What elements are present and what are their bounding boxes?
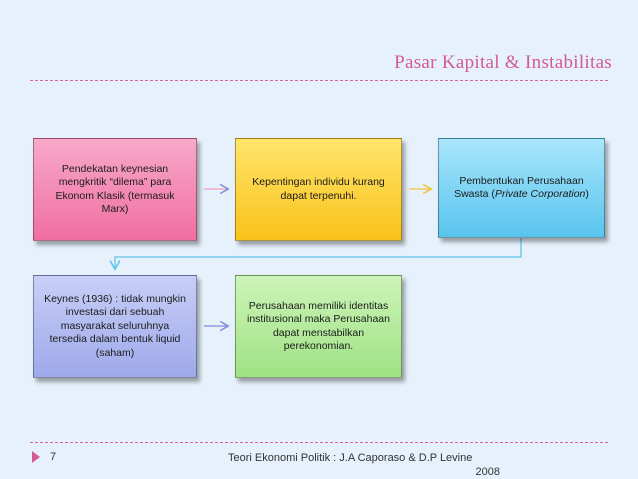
b3-main-text: Pembentukan Perusahaan Swasta ( bbox=[454, 174, 584, 201]
footer-line-1: Teori Ekonomi Politik : J.A Caporaso & D… bbox=[228, 452, 473, 464]
box-private-corporation-text: Pembentukan Perusahaan Swasta (Private C… bbox=[447, 175, 596, 202]
box-institutional-identity: Perusahaan memiliki identitas institusio… bbox=[235, 275, 402, 378]
page-number: 7 bbox=[50, 451, 57, 463]
box-private-corporation: Pembentukan Perusahaan Swasta (Private C… bbox=[438, 138, 605, 238]
bottom-divider bbox=[30, 442, 608, 443]
box-keynes-1936-text: Keynes (1936) : tidak mungkin investasi … bbox=[44, 292, 186, 359]
box-institutional-identity-text: Perusahaan memiliki identitas institusio… bbox=[246, 299, 390, 353]
box-individual-interest: Kepentingan individu kurang dapat terpen… bbox=[235, 138, 402, 241]
page-marker-icon bbox=[32, 451, 40, 463]
top-divider bbox=[30, 80, 608, 81]
box-individual-interest-text: Kepentingan individu kurang dapat terpen… bbox=[252, 176, 385, 202]
b3-end-text: ) bbox=[585, 188, 589, 200]
arrow-b3-b4 bbox=[115, 238, 522, 268]
b3-italic-text: Private Corporation bbox=[494, 188, 586, 200]
slide-title: Pasar Kapital & Instabilitas bbox=[394, 52, 612, 73]
footer-line-2: 2008 bbox=[475, 466, 500, 478]
footer-citation: Teori Ekonomi Politik : J.A Caporaso & D… bbox=[228, 451, 540, 479]
box-keynesian-critique-text: Pendekatan keynesian mengkritik “dilema”… bbox=[55, 162, 175, 216]
box-keynesian-critique: Pendekatan keynesian mengkritik “dilema”… bbox=[33, 138, 197, 241]
box-keynes-1936: Keynes (1936) : tidak mungkin investasi … bbox=[33, 275, 197, 378]
